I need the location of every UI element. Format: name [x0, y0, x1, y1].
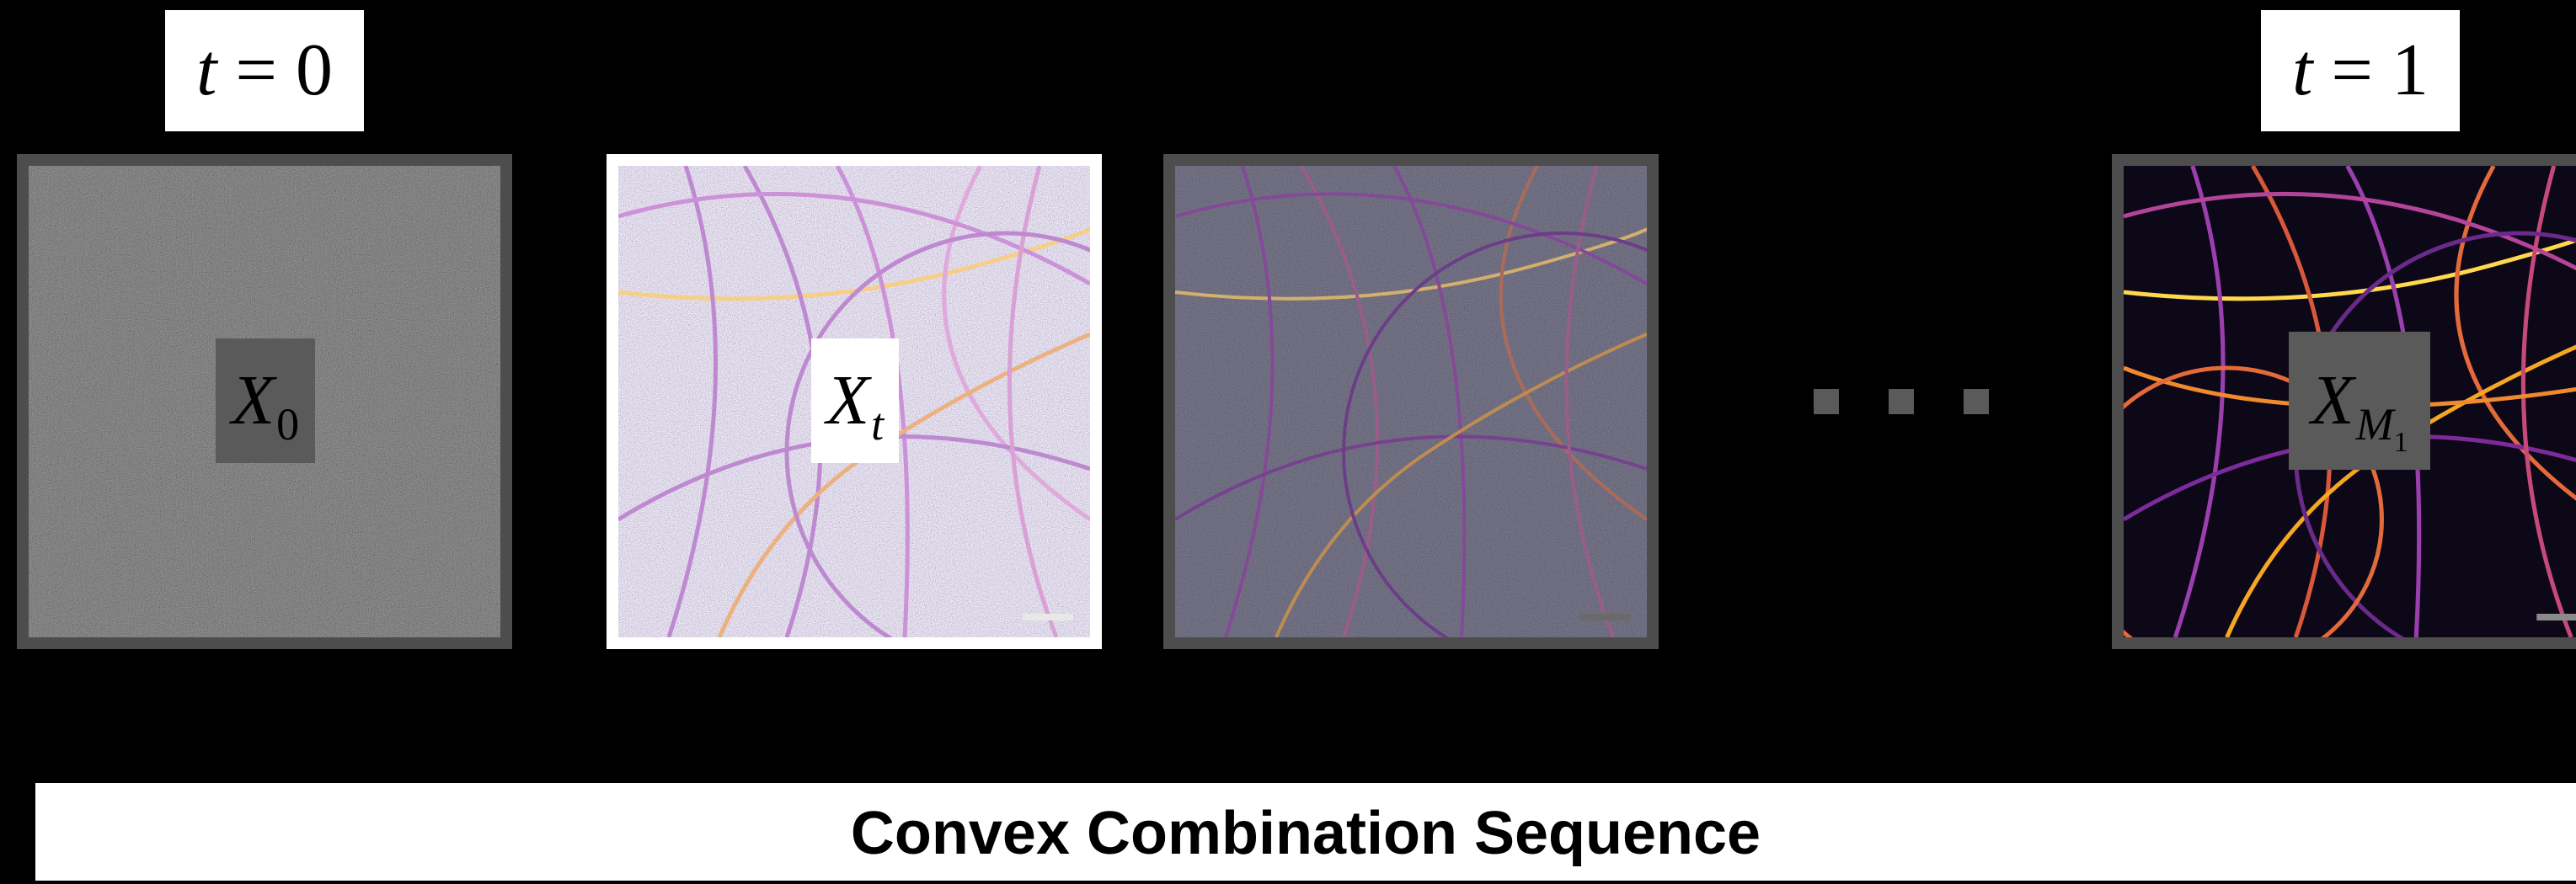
blend-image [618, 166, 1090, 637]
caption-title: Convex Combination Sequence [850, 800, 1761, 867]
time-variable: t [195, 29, 217, 111]
subscript: t [871, 399, 884, 450]
ellipsis-dot-3 [1964, 389, 1989, 414]
ellipsis-dot-2 [1889, 389, 1914, 414]
caption-bar: Convex Combination Sequence [35, 783, 2576, 881]
intermediate-image [1175, 166, 1647, 637]
time-variable: t [2291, 29, 2313, 111]
subscript: 0 [276, 399, 300, 450]
time-value: = 0 [216, 29, 334, 111]
subscript: M1 [2355, 399, 2408, 457]
time-label-start: t = 0 [165, 10, 364, 131]
subsubscript: 1 [2393, 427, 2408, 458]
time-value: = 1 [2312, 29, 2429, 111]
subscript-main: M [2355, 399, 2394, 450]
time-label-end: t = 1 [2261, 10, 2460, 131]
symbol: X [826, 361, 870, 439]
tile-intermediate [1163, 154, 1659, 649]
tile-xt [607, 154, 1102, 649]
symbol: X [231, 361, 275, 439]
ellipsis-dot-1 [1814, 389, 1839, 414]
symbol: X [2311, 361, 2354, 439]
